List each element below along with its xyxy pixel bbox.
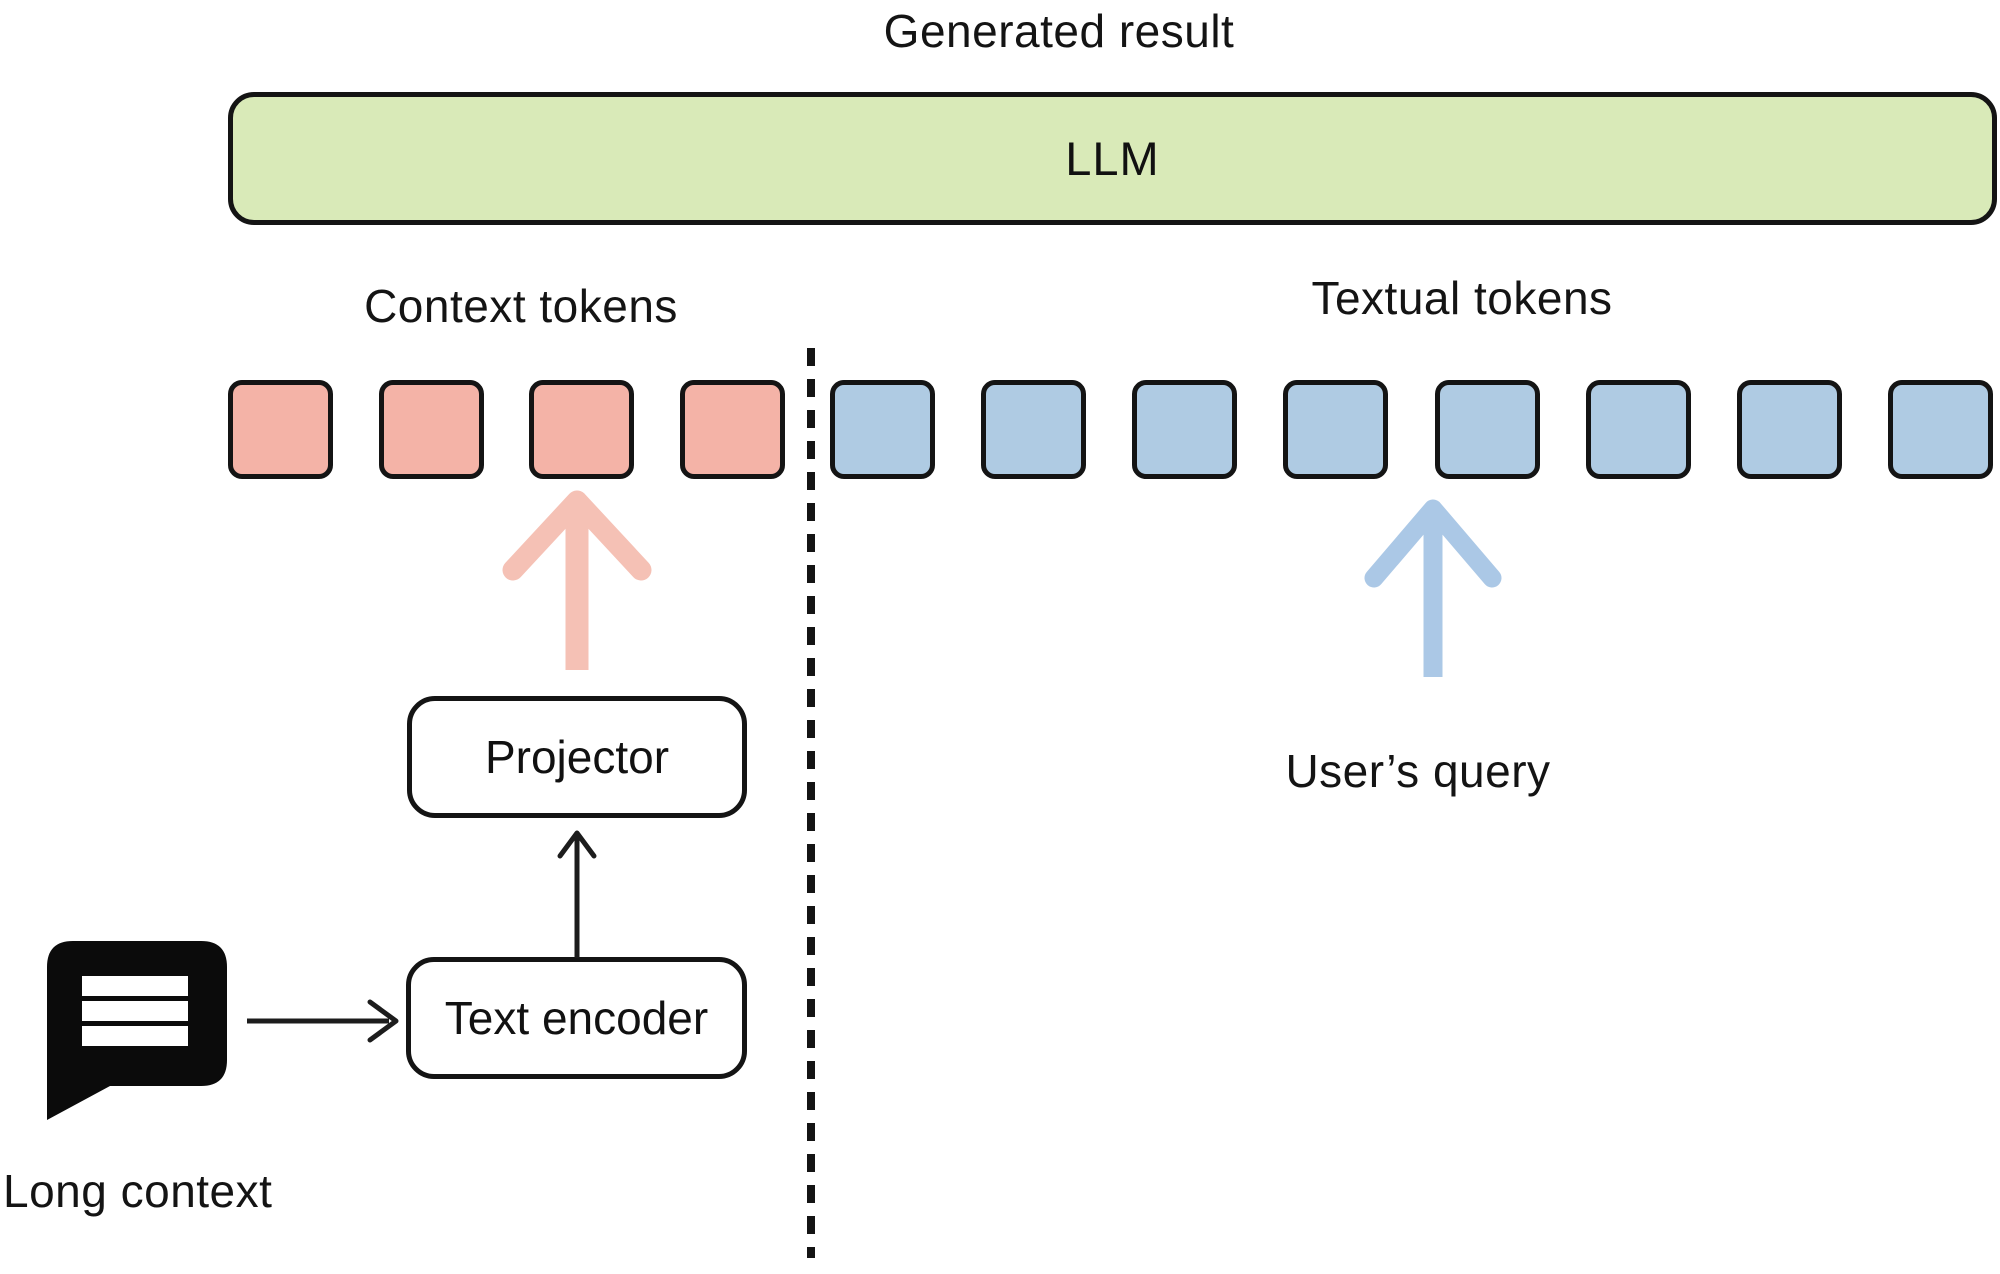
context-token-icon bbox=[228, 380, 333, 479]
context-tokens-label: Context tokens bbox=[364, 280, 678, 332]
context-to-encoder-arrow bbox=[247, 999, 399, 1043]
llm-label: LLM bbox=[1065, 132, 1160, 185]
textual-token-icon bbox=[1585, 380, 1691, 479]
text-encoder-box: Text encoder bbox=[406, 957, 747, 1079]
textual-token-icon bbox=[1736, 380, 1842, 479]
textual-tokens-label: Textual tokens bbox=[1311, 272, 1613, 324]
projector-label: Projector bbox=[484, 731, 670, 783]
textual-token-icon bbox=[1434, 380, 1540, 479]
long-context-label: Long context bbox=[3, 1165, 273, 1217]
textual-token-icon bbox=[981, 380, 1087, 479]
textual-token-row bbox=[830, 380, 1993, 479]
context-token-icon bbox=[378, 380, 484, 479]
textual-token-icon bbox=[830, 380, 935, 479]
generated-result-label: Generated result bbox=[883, 5, 1235, 57]
textual-token-icon bbox=[1283, 380, 1389, 479]
context-token-row bbox=[228, 380, 785, 479]
text-encoder-label: Text encoder bbox=[444, 992, 709, 1044]
projector-box: Projector bbox=[407, 696, 747, 818]
users-query-label: User’s query bbox=[1285, 745, 1551, 797]
context-token-icon bbox=[679, 380, 785, 479]
divider-dashed-line bbox=[807, 348, 815, 1258]
context-token-icon bbox=[529, 380, 635, 479]
textual-token-icon bbox=[1887, 380, 1993, 479]
context-arrow-up-icon bbox=[502, 490, 652, 670]
chat-bubble-icon bbox=[47, 941, 227, 1120]
encoder-to-projector-arrow bbox=[557, 830, 597, 958]
textual-token-icon bbox=[1132, 380, 1238, 479]
llm-box: LLM bbox=[228, 92, 1997, 225]
textual-arrow-up-icon bbox=[1364, 499, 1502, 677]
